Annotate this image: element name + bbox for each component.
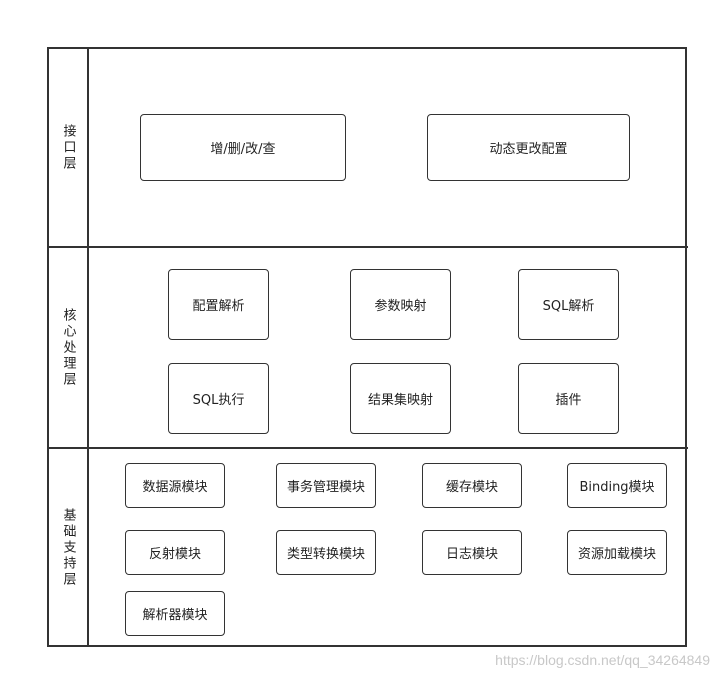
module-resultset-mapping: 结果集映射 (350, 363, 451, 434)
module-crud: 增/删/改/查 (140, 114, 346, 181)
module-transaction-management: 事务管理模块 (276, 463, 376, 508)
module-binding: Binding模块 (567, 463, 667, 508)
module-config-parsing: 配置解析 (168, 269, 269, 340)
module-sql-execution: SQL执行 (168, 363, 269, 434)
module-dynamic-config: 动态更改配置 (427, 114, 630, 181)
interface-layer-label-text: 接口层 (60, 123, 76, 172)
module-parser: 解析器模块 (125, 591, 225, 636)
core-layer-label: 核心处理层 (49, 248, 87, 447)
watermark-text: https://blog.csdn.net/qq_34264849 (495, 652, 710, 668)
module-plugin: 插件 (518, 363, 619, 434)
module-sql-parsing: SQL解析 (518, 269, 619, 340)
module-reflection: 反射模块 (125, 530, 225, 575)
foundation-layer-label-text: 基础支持层 (60, 508, 76, 588)
architecture-frame (47, 47, 687, 647)
layer-divider-1 (47, 246, 688, 248)
layer-divider-2 (47, 447, 688, 449)
foundation-layer-label: 基础支持层 (49, 449, 87, 647)
interface-layer-label: 接口层 (49, 49, 87, 246)
module-datasource: 数据源模块 (125, 463, 225, 508)
module-cache: 缓存模块 (422, 463, 522, 508)
core-layer-label-text: 核心处理层 (60, 307, 76, 388)
label-column-divider (87, 47, 89, 647)
module-logging: 日志模块 (422, 530, 522, 575)
module-parameter-mapping: 参数映射 (350, 269, 451, 340)
module-type-conversion: 类型转换模块 (276, 530, 376, 575)
module-resource-loading: 资源加载模块 (567, 530, 667, 575)
